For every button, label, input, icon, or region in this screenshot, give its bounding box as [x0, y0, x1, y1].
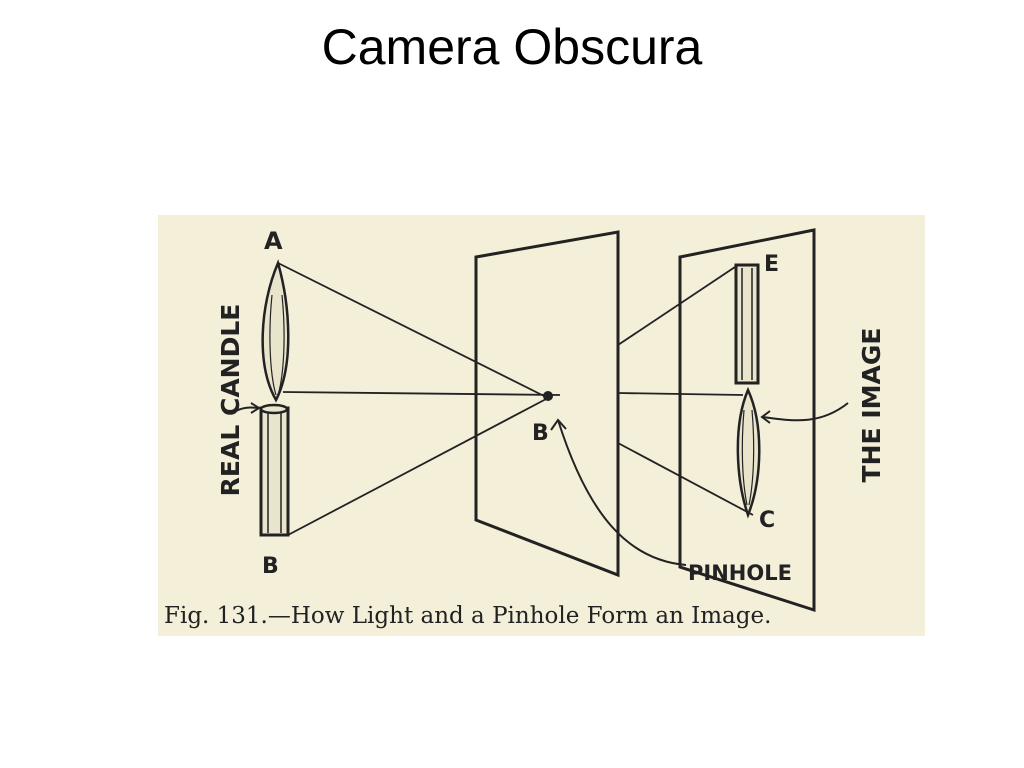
- pinhole-dot: [543, 391, 553, 401]
- image-arrow: [761, 402, 849, 422]
- image-candle: [734, 263, 761, 519]
- image-candle-body: [734, 263, 760, 385]
- label-e: E: [764, 252, 779, 277]
- real-candle-arrow: [231, 406, 259, 414]
- ray-b-to-pinhole: [287, 397, 549, 536]
- image-candle-flame: [736, 386, 761, 519]
- ray-a-to-pinhole: [277, 262, 549, 399]
- label-the-image: THE IMAGE: [857, 328, 886, 483]
- real-candle: [259, 259, 290, 537]
- real-candle-body: [259, 406, 290, 537]
- slide-title: Camera Obscura: [321, 19, 703, 75]
- camera-obscura-figure: A B B C E PINHOLE REAL CANDLE THE IMAGE …: [158, 215, 925, 636]
- figure-caption: Fig. 131.—How Light and a Pinhole Form a…: [164, 603, 771, 629]
- pinhole-screen: [474, 230, 620, 578]
- label-real-candle: REAL CANDLE: [216, 304, 245, 497]
- label-a: A: [264, 227, 283, 255]
- image-screen: [678, 228, 816, 613]
- ray-center: [282, 391, 561, 396]
- pinhole-diagram: A B B C E PINHOLE REAL CANDLE THE IMAGE …: [164, 227, 886, 629]
- label-c: C: [759, 508, 775, 533]
- ray-center-back: [617, 392, 744, 396]
- light-rays: [277, 262, 754, 536]
- label-b-center: B: [532, 421, 549, 446]
- label-b-bottom: B: [262, 554, 279, 579]
- pinhole-arrow: [557, 419, 687, 566]
- ray-pinhole-to-e: [617, 264, 739, 346]
- label-pinhole: PINHOLE: [688, 561, 792, 585]
- ray-pinhole-to-c: [617, 442, 754, 516]
